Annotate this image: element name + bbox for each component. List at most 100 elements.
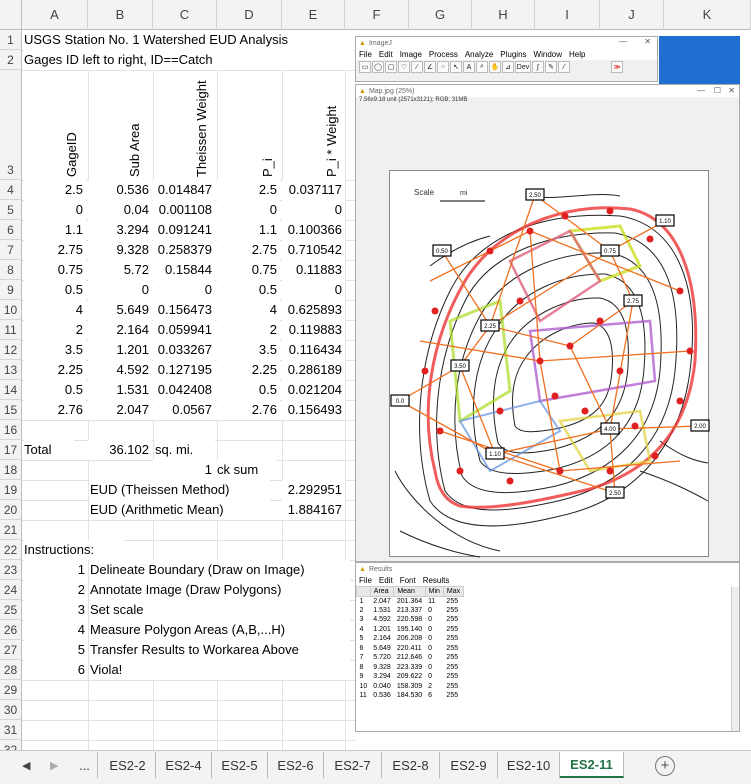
row-header-6[interactable]: 6 <box>0 220 22 240</box>
cell-subarea[interactable]: 1.201 <box>88 340 152 360</box>
cell-p-i-weight[interactable]: 0 <box>282 280 345 300</box>
results-titlebar[interactable]: ▲Results <box>356 563 739 575</box>
eud-theissen-label[interactable]: EUD (Theissen Method) <box>90 480 270 500</box>
row-header-27[interactable]: 27 <box>0 640 22 660</box>
cell-subarea[interactable]: 2.164 <box>88 320 152 340</box>
sheet-tab[interactable]: ES2-2 <box>100 752 156 778</box>
cell-weight[interactable]: 0.091241 <box>153 220 215 240</box>
column-header-a[interactable]: A <box>22 0 88 30</box>
tool-button-icon[interactable]: A <box>463 61 475 73</box>
cell-subarea[interactable]: 9.328 <box>88 240 152 260</box>
results-scrollbar[interactable] <box>731 587 739 731</box>
tool-button-icon[interactable]: ↖ <box>450 61 462 73</box>
row-header-14[interactable]: 14 <box>0 380 22 400</box>
tool-button-icon[interactable]: Dev <box>515 61 531 73</box>
cell-p-i[interactable]: 0.5 <box>217 380 280 400</box>
row-header-23[interactable]: 23 <box>0 560 22 580</box>
maximize-icon[interactable]: ☐ <box>713 86 721 95</box>
sheet-tab[interactable]: ES2-4 <box>156 752 212 778</box>
results-menu-file[interactable]: File <box>359 576 372 585</box>
sheet-tab[interactable]: ES2-6 <box>268 752 324 778</box>
subtitle-cell[interactable]: Gages ID left to right, ID==Catch <box>24 50 354 70</box>
cell-weight[interactable]: 0.014847 <box>153 180 215 200</box>
tool-button-icon[interactable]: ▭ <box>359 61 371 73</box>
tool-button-icon[interactable]: ⁘ <box>437 61 449 73</box>
instruction-text[interactable]: Transfer Results to Workarea Above <box>90 640 350 660</box>
column-header-g[interactable]: G <box>409 0 472 30</box>
header-theissen-weight[interactable]: Theissen Weight <box>194 80 209 177</box>
row-header-16[interactable]: 16 <box>0 420 22 440</box>
menu-plugins[interactable]: Plugins <box>500 50 527 59</box>
total-label[interactable]: Total <box>24 440 74 460</box>
cell-subarea[interactable]: 5.649 <box>88 300 152 320</box>
column-header-f[interactable]: F <box>345 0 409 30</box>
cell-p-i-weight[interactable]: 0.710542 <box>282 240 345 260</box>
map-window[interactable]: ▲Map.jpg (25%) — ☐ ✕ 7.56x9.18 unit (257… <box>355 84 740 562</box>
cell-gageid[interactable]: 2.75 <box>24 240 86 260</box>
menu-process[interactable]: Process <box>428 50 458 59</box>
cell-gageid[interactable]: 0.5 <box>24 380 86 400</box>
cell-p-i-weight[interactable]: 0.286189 <box>282 360 345 380</box>
instruction-number[interactable]: 1 <box>24 560 88 580</box>
cell-gageid[interactable]: 2 <box>24 320 86 340</box>
cell-p-i[interactable]: 2.75 <box>217 240 280 260</box>
column-header-i[interactable]: I <box>535 0 600 30</box>
menu-edit[interactable]: Edit <box>378 50 393 59</box>
sheet-tab[interactable]: ES2-7 <box>324 752 382 778</box>
cell-p-i[interactable]: 0.75 <box>217 260 280 280</box>
results-col-header[interactable]: Area <box>369 586 395 597</box>
cell-gageid[interactable]: 4 <box>24 300 86 320</box>
row-header-31[interactable]: 31 <box>0 720 22 740</box>
row-header-26[interactable]: 26 <box>0 620 22 640</box>
cell-p-i[interactable]: 2.25 <box>217 360 280 380</box>
cell-p-i-weight[interactable]: 0 <box>282 200 345 220</box>
cell-p-i[interactable]: 2.76 <box>217 400 280 420</box>
cell-weight[interactable]: 0 <box>153 280 215 300</box>
close-icon[interactable]: ✕ <box>644 37 651 46</box>
cell-p-i[interactable]: 0 <box>217 200 280 220</box>
instruction-text[interactable]: Set scale <box>90 600 350 620</box>
header-p-i-weight[interactable]: P_i * Weight <box>324 105 339 177</box>
instructions-label[interactable]: Instructions: <box>24 540 124 560</box>
add-sheet-icon[interactable]: + <box>655 756 675 776</box>
tool-button-icon[interactable]: ≫ <box>611 61 623 73</box>
instruction-number[interactable]: 6 <box>24 660 88 680</box>
cell-p-i-weight[interactable]: 0.021204 <box>282 380 345 400</box>
results-col-header[interactable]: Min <box>424 586 444 597</box>
cell-p-i-weight[interactable]: 0.625893 <box>282 300 345 320</box>
eud-arith-label[interactable]: EUD (Arithmetic Mean) <box>90 500 270 520</box>
row-header-9[interactable]: 9 <box>0 280 22 300</box>
results-menu-results[interactable]: Results <box>422 576 450 585</box>
menu-file[interactable]: File <box>359 50 372 59</box>
row-header-29[interactable]: 29 <box>0 680 22 700</box>
cell-gageid[interactable]: 3.5 <box>24 340 86 360</box>
results-col-header[interactable]: Max <box>442 586 465 597</box>
cell-subarea[interactable]: 0 <box>88 280 152 300</box>
cell-gageid[interactable]: 0.5 <box>24 280 86 300</box>
row-header-24[interactable]: 24 <box>0 580 22 600</box>
instruction-text[interactable]: Measure Polygon Areas (A,B,...H) <box>90 620 350 640</box>
cell-weight[interactable]: 0.033267 <box>153 340 215 360</box>
row-header-20[interactable]: 20 <box>0 500 22 520</box>
cell-p-i-weight[interactable]: 0.100366 <box>282 220 345 240</box>
header-gageid[interactable]: GageID <box>64 132 79 177</box>
cell-p-i[interactable]: 2.5 <box>217 180 280 200</box>
cell-subarea[interactable]: 0.536 <box>88 180 152 200</box>
column-header-c[interactable]: C <box>153 0 217 30</box>
tool-button-icon[interactable]: ⌕ <box>476 61 488 73</box>
menu-window[interactable]: Window <box>533 50 562 59</box>
cell-weight[interactable]: 0.042408 <box>153 380 215 400</box>
cell-weight[interactable]: 0.156473 <box>153 300 215 320</box>
select-all-corner[interactable] <box>0 0 22 30</box>
tool-button-icon[interactable]: ∕ <box>411 61 423 73</box>
scroll-left-icon[interactable]: ◀ <box>22 760 31 772</box>
tool-button-icon[interactable]: ⊿ <box>502 61 514 73</box>
results-col-header[interactable] <box>356 586 371 597</box>
menu-analyze[interactable]: Analyze <box>464 50 494 59</box>
row-header-30[interactable]: 30 <box>0 700 22 720</box>
